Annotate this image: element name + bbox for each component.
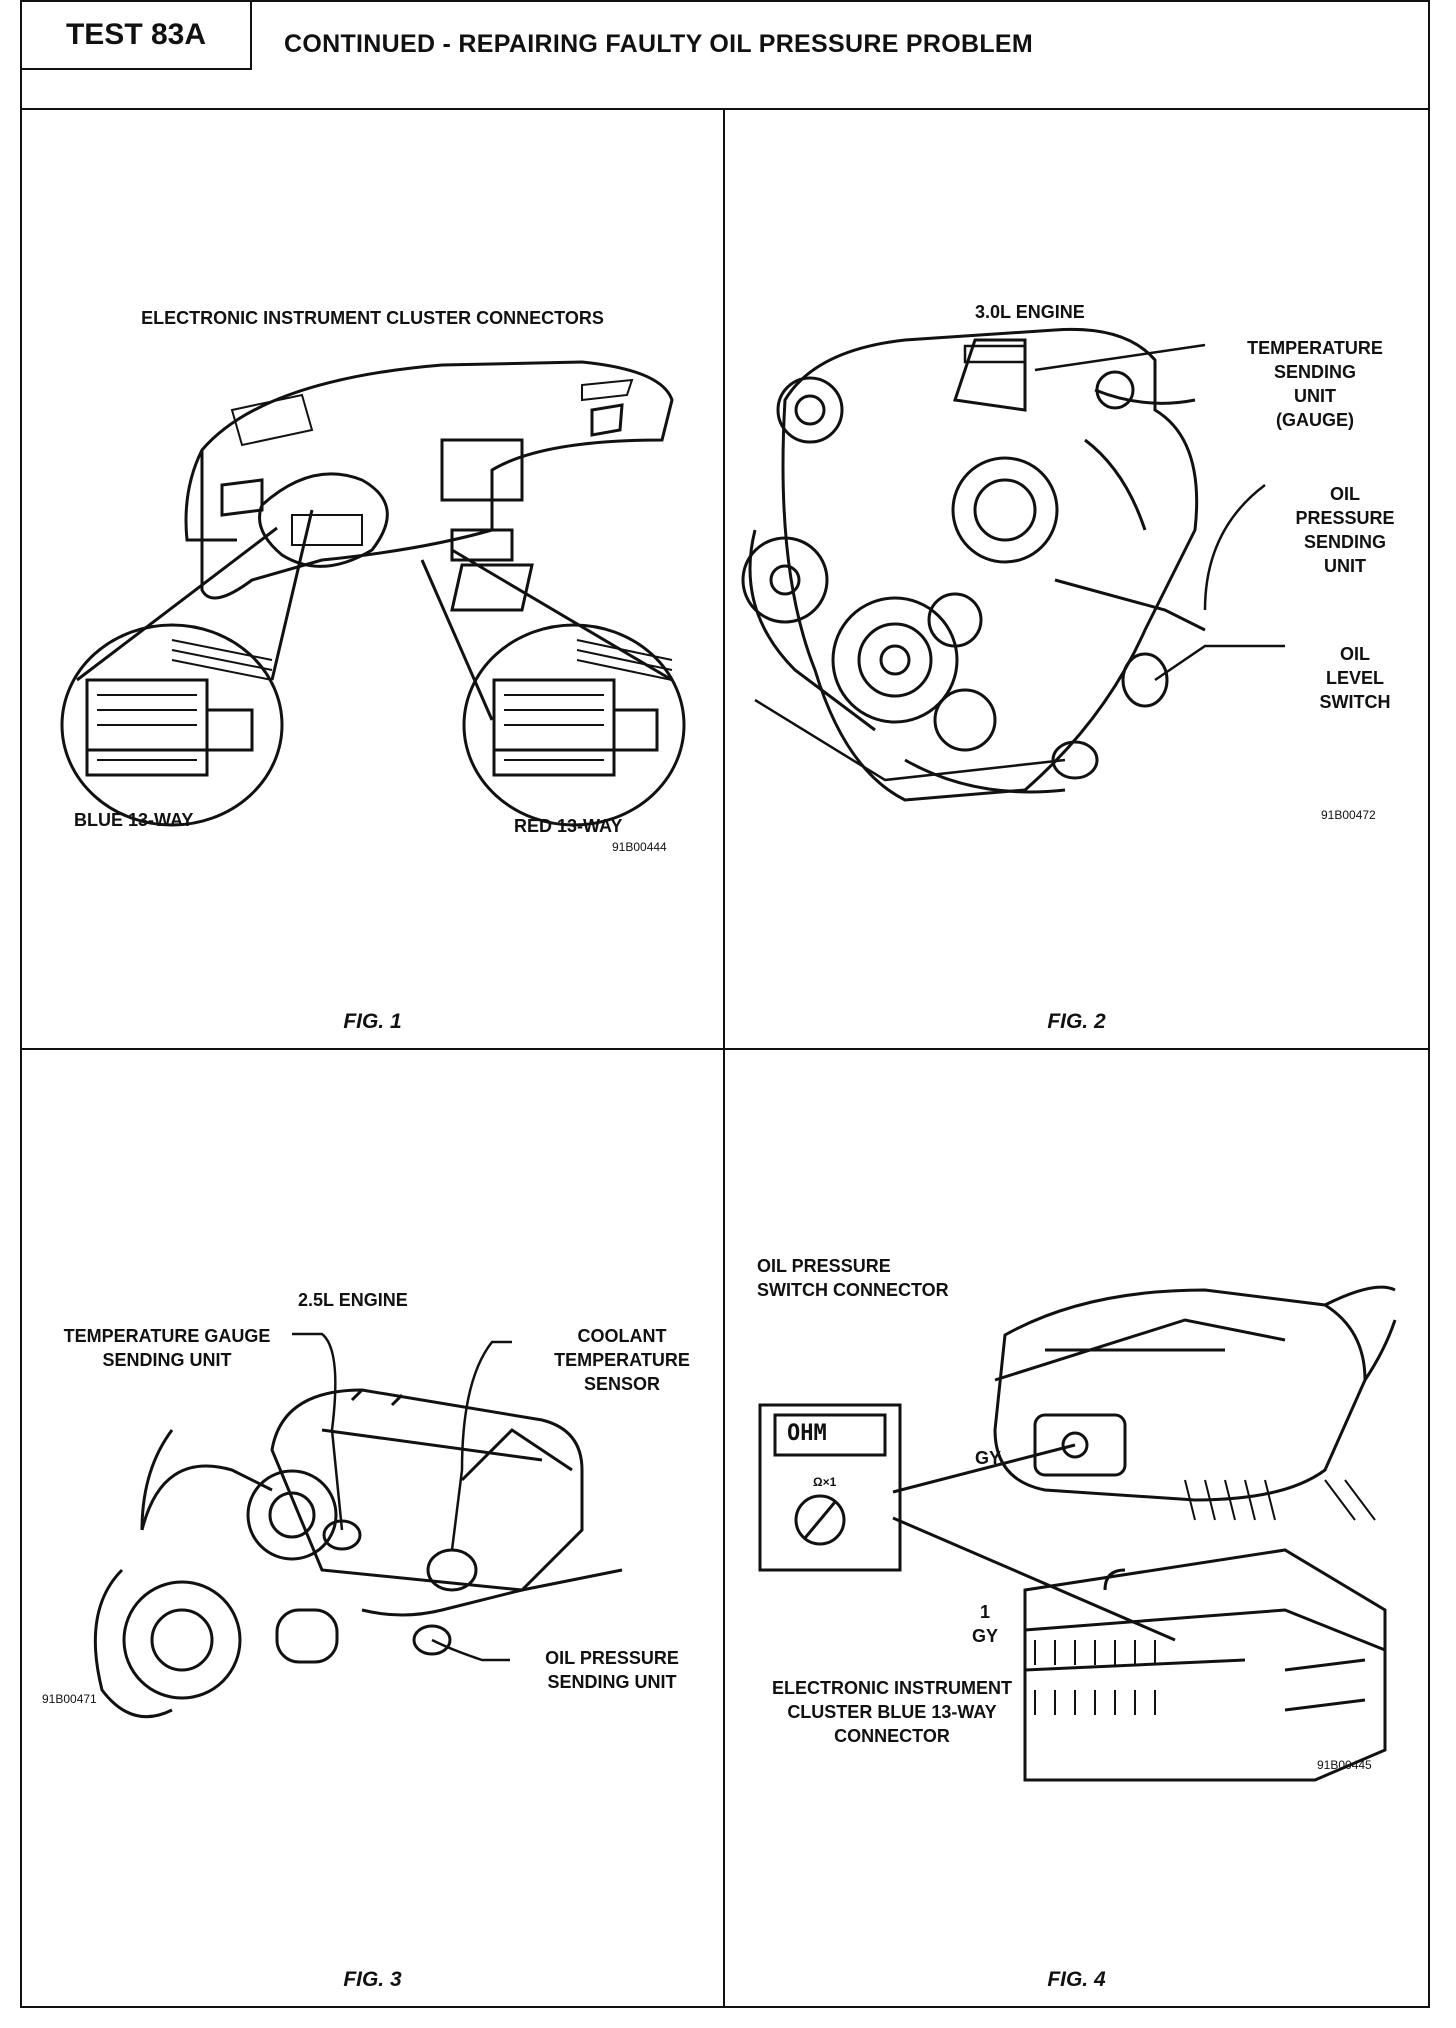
fig3-oil-pressure: OIL PRESSURE SENDING UNIT: [545, 1648, 679, 1692]
fig3-temp-gauge: TEMPERATURE GAUGE SENDING UNIT: [63, 1326, 271, 1370]
dashboard-illustration: [60, 360, 686, 827]
fig2-temp-unit: TEMPERATURE SENDING UNIT (GAUGE): [1247, 338, 1383, 430]
fig3-engine: 2.5L ENGINE: [298, 1290, 408, 1310]
fig2-engine: 3.0L ENGINE: [975, 302, 1085, 322]
fig1-title: ELECTRONIC INSTRUMENT CLUSTER CONNECTORS: [141, 308, 604, 328]
ohmmeter-range: Ω×1: [813, 1475, 837, 1489]
figure-2-panel: 3.0L ENGINE TEMPERATURE SENDING UNIT (GA…: [725, 110, 1428, 1050]
fig2-code: 91B00472: [1321, 808, 1376, 822]
fig2-oil-level: OIL LEVEL SWITCH: [1319, 644, 1391, 712]
fig4-label: FIG. 4: [1047, 1968, 1106, 1991]
figure-4-panel: OIL PRESSURE SWITCH CONNECTOR: [725, 1050, 1428, 2006]
engine-3-0l-illustration: [741, 327, 1285, 802]
fig1-left-connector: BLUE 13-WAY: [74, 810, 194, 830]
header: TEST 83A CONTINUED - REPAIRING FAULTY OI…: [22, 2, 1428, 110]
fig1-right-connector: RED 13-WAY: [514, 816, 623, 836]
fig3-coolant: COOLANT TEMPERATURE SENSOR: [554, 1326, 690, 1394]
test-id: TEST 83A: [22, 2, 252, 70]
fig1-code: 91B00444: [612, 840, 667, 854]
fig4-code: 91B00445: [1317, 1758, 1372, 1772]
fig3-label: FIG. 3: [343, 1968, 402, 1991]
fig3-code: 91B00471: [42, 1692, 97, 1706]
ohmmeter-display: OHM: [787, 1421, 827, 1446]
figure-3-panel: 2.5L ENGINE TEMPERATURE GAUGE SENDING UN…: [22, 1050, 725, 2006]
engine-2-5l-illustration: [93, 1332, 623, 1719]
fig2-label: FIG. 2: [1047, 1010, 1106, 1033]
fig4-cluster-connector: ELECTRONIC INSTRUMENT CLUSTER BLUE 13-WA…: [772, 1678, 1012, 1746]
fig2-oil-pressure: OIL PRESSURE SENDING UNIT: [1295, 484, 1395, 576]
page-title: CONTINUED - REPAIRING FAULTY OIL PRESSUR…: [284, 30, 1034, 58]
figure-1-panel: ELECTRONIC INSTRUMENT CLUSTER CONNECTORS: [22, 110, 725, 1050]
fig1-label: FIG. 1: [343, 1010, 402, 1033]
page-frame: TEST 83A CONTINUED - REPAIRING FAULTY OI…: [20, 0, 1430, 2008]
ohmmeter-connector-illustration: [758, 1285, 1397, 1782]
fig4-switch-connector: OIL PRESSURE SWITCH CONNECTOR: [757, 1256, 949, 1300]
fig4-wire-top: GY: [975, 1448, 1002, 1468]
fig4-wire-bottom: 1 GY: [971, 1602, 998, 1646]
